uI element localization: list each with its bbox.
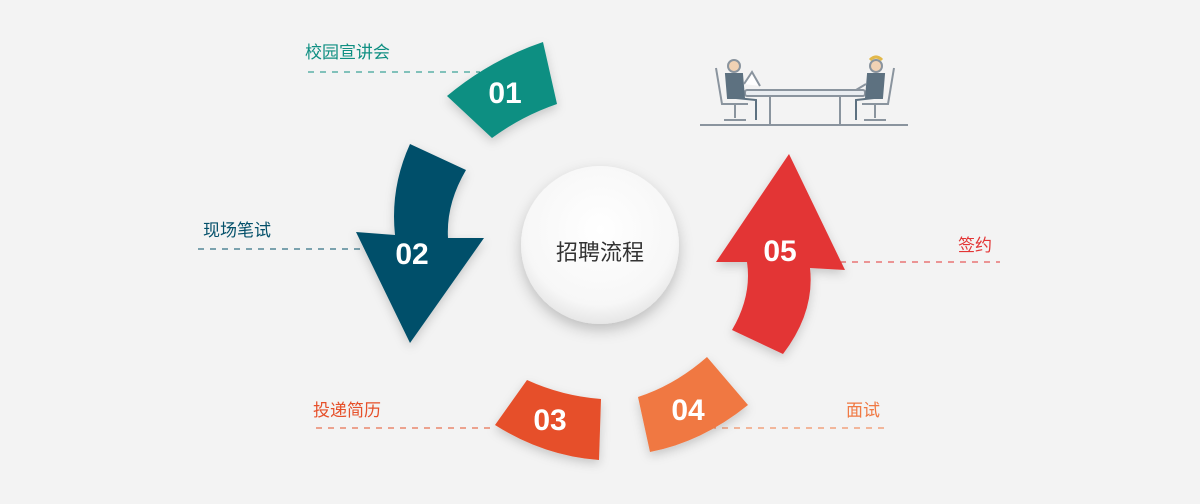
step-03-number: 03 [533,404,566,437]
step-05-arrow [716,154,845,354]
center-title: 招聘流程 [555,241,644,266]
step-04-label: 面试 [846,401,880,421]
interview-meeting-icon [700,55,908,126]
step-01-label: 校园宣讲会 [305,43,390,63]
center-circle [521,166,679,324]
step-03-segment [495,380,601,460]
step-05-label: 签约 [958,236,992,256]
step-02-number: 02 [395,238,428,271]
step-01-segment [447,42,557,138]
step-02-label: 现场笔试 [203,221,271,241]
step-02-arrow [356,144,484,343]
step-05-number: 05 [763,235,796,268]
step-01-number: 01 [488,77,521,110]
step-03-label: 投递简历 [313,401,381,421]
step-04-segment [638,357,748,452]
step-04-number: 04 [671,394,705,427]
